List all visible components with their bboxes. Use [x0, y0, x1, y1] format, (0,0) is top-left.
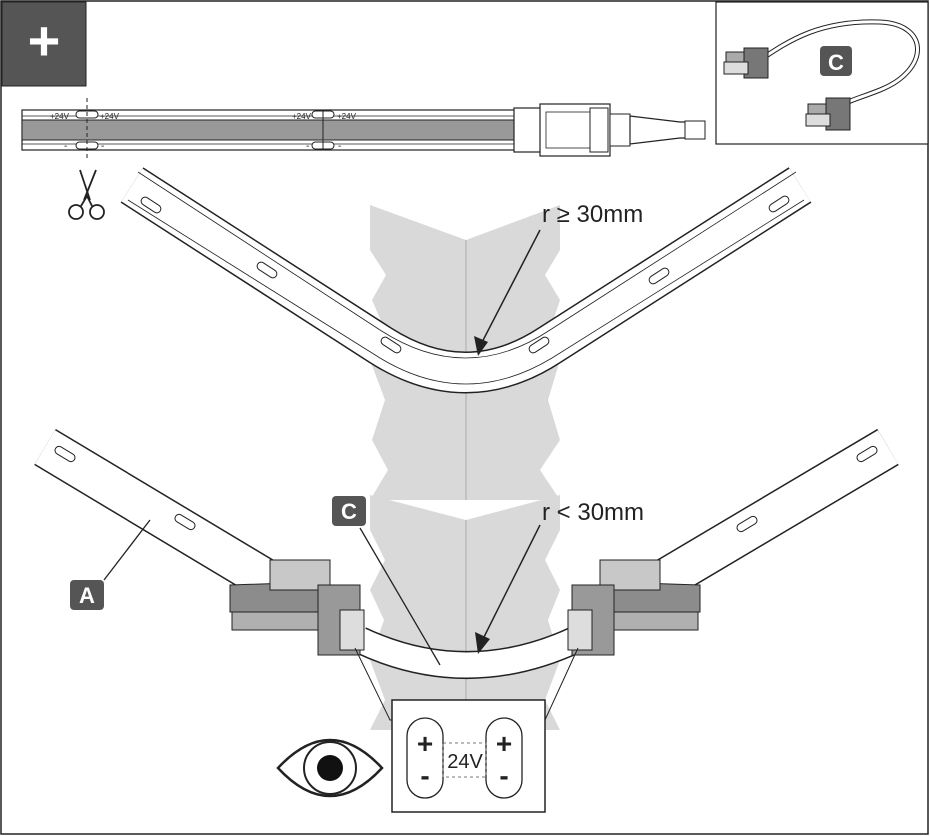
- cut-point-1: +24V +24V - -: [50, 98, 120, 160]
- inset-clip-left: [723, 47, 769, 79]
- pad-left-plus: +: [417, 728, 433, 759]
- radius-label-top: r ≥ 30mm: [542, 201, 643, 228]
- cut-point-2: +24V +24V - -: [292, 110, 357, 152]
- wall-corner-bottom: [370, 495, 560, 730]
- radius-leader-bottom: [479, 524, 541, 646]
- scissors-icon: [68, 169, 105, 220]
- bent-strip-large-radius: r ≥ 30mm: [120, 167, 812, 394]
- strip-leader: [103, 519, 151, 581]
- pad-right-plus: +: [496, 728, 512, 759]
- strip-core: [21, 119, 533, 141]
- connector-clip-right: [567, 559, 701, 656]
- eye-icon: [276, 738, 384, 798]
- strip-label: A: [79, 583, 95, 608]
- connector-label: C: [341, 499, 357, 524]
- polarity-plus-right-2: +24V: [337, 112, 357, 121]
- polarity-minus-right-2: -: [338, 141, 341, 152]
- connector-inset: C: [715, 1, 929, 145]
- polarity-plus-left-2: +24V: [292, 112, 312, 121]
- voltage-label: 24V: [447, 751, 483, 773]
- connector-clip-left: [229, 559, 365, 656]
- corner-badge: +: [1, 1, 87, 87]
- polarity-plus-right: +24V: [100, 112, 120, 121]
- pad-right: [485, 717, 523, 799]
- polarity-plus-left: +24V: [50, 112, 70, 121]
- straight-strip: +24V +24V - - +24V +24V - -: [21, 98, 706, 220]
- polarity-minus-left-2: -: [306, 141, 309, 152]
- pad-left-minus: -: [420, 760, 429, 791]
- inset-label: C: [828, 50, 844, 75]
- end-connector: [513, 103, 706, 157]
- inset-clip-right: [805, 97, 851, 131]
- polarity-minus-right: -: [101, 141, 104, 152]
- radius-label-bottom: r < 30mm: [542, 499, 644, 526]
- corner-badge-symbol: +: [28, 9, 61, 72]
- polarity-detail: + + - - 24V: [354, 647, 579, 813]
- pad-right-minus: -: [499, 760, 508, 791]
- radius-leader-top: [477, 229, 541, 351]
- bent-strip-small-radius: C r < 30mm A: [34, 428, 899, 679]
- connector-leader: [359, 527, 441, 666]
- polarity-minus-left: -: [64, 141, 67, 152]
